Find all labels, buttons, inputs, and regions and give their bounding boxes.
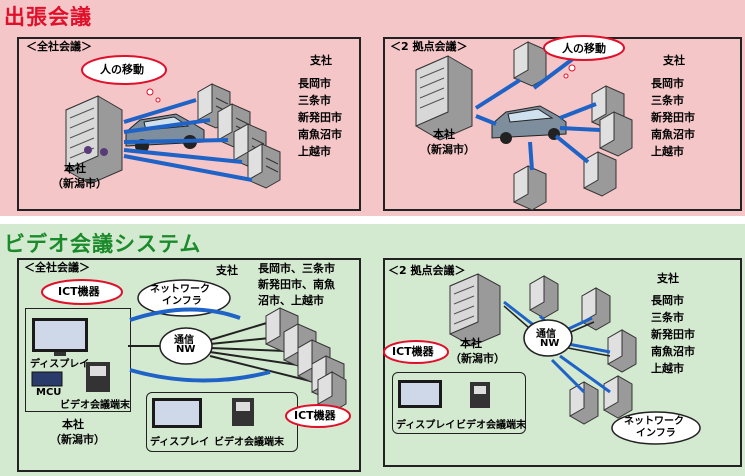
ict-equipment-bubble-icon (41, 279, 123, 305)
people-movement-bubble-icon (543, 35, 625, 79)
top-panel2-branches-title: 支社 (663, 54, 685, 67)
bottom-panel2-terminal-label: ビデオ会議端末 (456, 420, 526, 431)
top-panel1-branch-3: 南魚沼市 (298, 128, 342, 141)
bottom-panel1-network-bubble-line2: インフラ (162, 296, 202, 307)
top-panel2-hq-city: （新潟市） (420, 143, 475, 156)
bottom-panel1-branches-line3: 沼市、上越市 (258, 294, 324, 307)
network-infrastructure-bubble-icon (611, 411, 701, 445)
bottom-panel2-branch-3: 南魚沼市 (651, 345, 695, 358)
bottom-panel1-branch-ict-bubble-text: ICT機器 (294, 409, 336, 422)
branch-buildings-icon (265, 307, 347, 413)
network-arcs (129, 307, 271, 383)
bottom-panel-two-site (383, 258, 742, 467)
people-movement-bubble-icon (81, 55, 167, 103)
bottom-panel1-network-bubble-line1: ネットワーク (150, 284, 210, 295)
network-infrastructure-bubble-icon (137, 279, 231, 317)
ict-equipment-bubble-icon (383, 340, 449, 364)
bottom-panel1-ict-bubble-text: ICT機器 (58, 285, 100, 298)
branch-terminal-icon (232, 398, 254, 426)
travel-arrows (474, 56, 601, 171)
bottom-panel2-branch-1: 三条市 (651, 311, 684, 324)
display-icon (32, 318, 88, 356)
top-panel1-branch-1: 三条市 (298, 94, 331, 107)
top-panel2-branch-3: 南魚沼市 (651, 128, 695, 141)
top-panel1-bubble-text: 人の移動 (100, 63, 144, 76)
bottom-panel2-comm-cloud-line1: 通信 (536, 329, 556, 340)
travel-arrows (123, 98, 253, 182)
top-panel2-branch-2: 新発田市 (651, 111, 695, 124)
bottom-panel1-comm-cloud-line2: NW (176, 344, 196, 355)
bottom-panel2-branch-4: 上越市 (651, 362, 684, 375)
bottom-panel1-display-label: ディスプレイ (30, 359, 90, 370)
bottom-panel2-label: ＜2 拠点会議＞ (388, 264, 466, 277)
bottom-panel1-branch-terminal-label: ビデオ会議端末 (214, 437, 284, 448)
top-section-title: 出張会議 (4, 5, 92, 29)
bottom-panel1-terminal-label: ビデオ会議端末 (60, 400, 130, 411)
bottom-panel1-comm-cloud-line1: 通信 (174, 335, 194, 346)
bottom-panel-all-company (17, 258, 361, 472)
bottom-panel2-branch-2: 新発田市 (651, 328, 695, 341)
car-icon (491, 105, 567, 144)
bottom-panel1-label: ＜全社会議＞ (24, 261, 90, 274)
bottom-panel2-network-bubble-line1: ネットワーク (624, 416, 684, 427)
bottom-panel2-hq-name: 本社 (460, 337, 482, 350)
top-panel-all-company (17, 37, 361, 211)
bottom-panel2-ict-bubble-text: ICT機器 (392, 345, 434, 358)
bottom-panel2-equipment-frame (392, 372, 526, 434)
hq-building-icon (415, 55, 473, 141)
top-panel1-hq-city: （新潟市） (52, 177, 107, 190)
bottom-panel1-mcu-label: MCU (36, 387, 62, 398)
bottom-panel2-comm-cloud-line2: NW (540, 338, 560, 349)
bottom-panel2-hq-city: （新潟市） (450, 352, 505, 365)
bottom-panel1-hq-city: （新潟市） (50, 433, 105, 446)
bottom-panel1-branches-title: 支社 (216, 264, 238, 277)
hq-equipment-frame (25, 308, 131, 412)
video-terminal-icon (86, 362, 110, 392)
bottom-panel1-hq-name: 本社 (62, 418, 84, 431)
top-panel2-label: ＜2 拠点会議＞ (390, 40, 468, 53)
top-panel2-branch-1: 三条市 (651, 94, 684, 107)
bottom-panel2-display-label: ディスプレイ (396, 420, 456, 431)
hq-building-icon (65, 95, 123, 185)
top-panel1-branch-0: 長岡市 (298, 77, 331, 90)
display-icon (398, 380, 442, 408)
bottom-panel1-branch-display-label: ディスプレイ (150, 437, 210, 448)
top-panel1-branch-2: 新発田市 (298, 111, 342, 124)
top-panel2-branch-0: 長岡市 (651, 77, 684, 90)
comm-network-cloud-icon (159, 327, 213, 365)
top-panel1-branches-title: 支社 (310, 54, 332, 67)
top-panel2-bubble-text: 人の移動 (562, 42, 606, 55)
comm-network-cloud-icon (523, 319, 573, 357)
top-panel1-hq-name: 本社 (64, 162, 86, 175)
hq-building-icon (449, 273, 501, 347)
video-terminal-icon (470, 382, 490, 408)
top-panel2-hq-name: 本社 (433, 128, 455, 141)
branch-display-icon (152, 398, 202, 428)
bottom-panel2-network-bubble-line2: インフラ (636, 428, 676, 439)
top-panel1-label: ＜全社会議＞ (26, 40, 92, 53)
top-panel1-branch-4: 上越市 (298, 145, 331, 158)
mcu-icon (31, 371, 63, 387)
branch-buildings-icon (513, 41, 633, 211)
bottom-panel2-branches-title: 支社 (657, 272, 679, 285)
branch-buildings-icon (529, 275, 637, 425)
bottom-section-title: ビデオ会議システム (4, 232, 202, 256)
bottom-panel2-branch-0: 長岡市 (651, 294, 684, 307)
branch-buildings-icon (197, 83, 281, 189)
bottom-panel1-branches-line2: 新発田市、南魚 (258, 278, 335, 291)
top-panel2-branch-4: 上越市 (651, 145, 684, 158)
branch-ict-bubble-icon (285, 404, 351, 428)
bottom-panel1-branches-line1: 長岡市、三条市 (258, 262, 335, 275)
